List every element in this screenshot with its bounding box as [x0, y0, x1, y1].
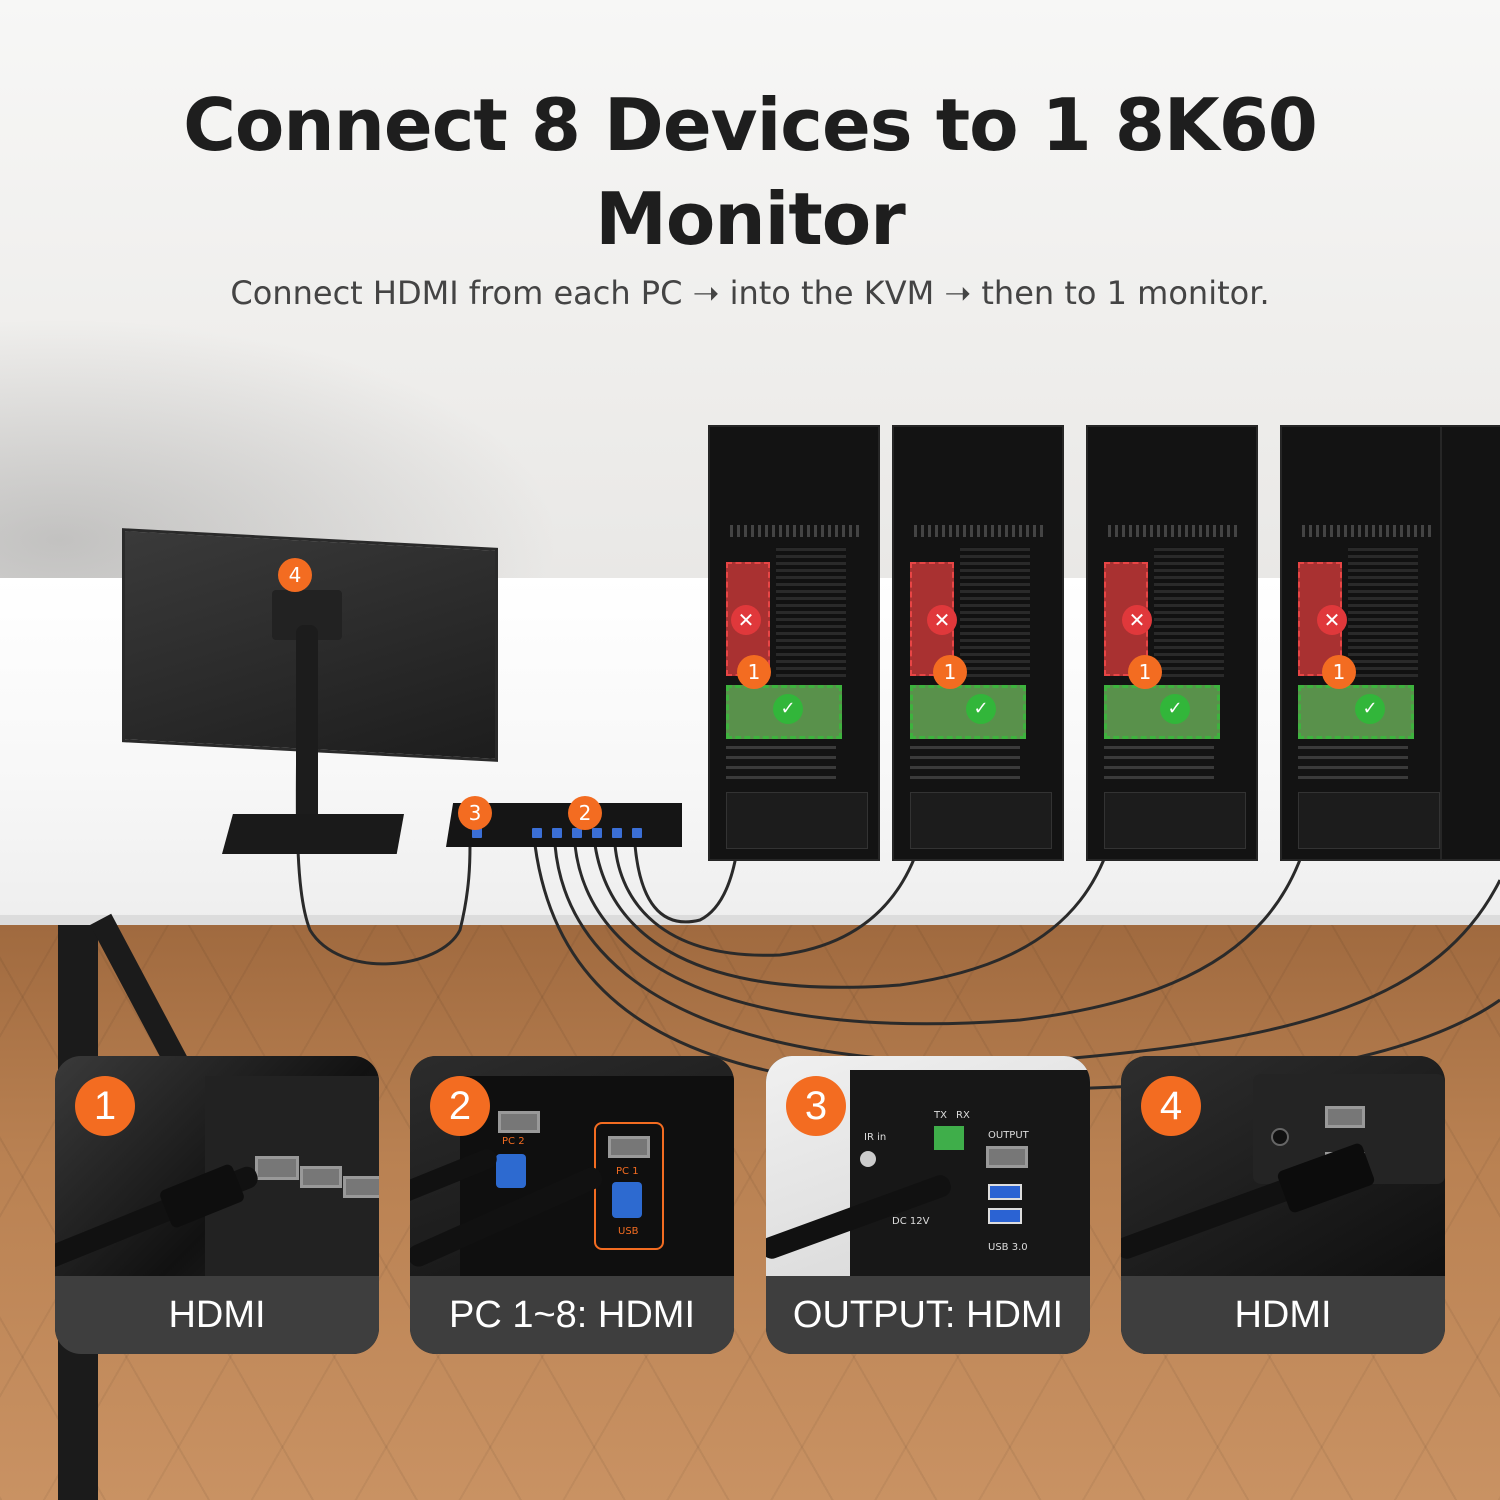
marker-kvm-input: 2 — [568, 796, 602, 830]
marker-pc-2: 1 — [933, 655, 967, 689]
port-tag-tx: TX — [934, 1110, 947, 1121]
rs232-terminal — [934, 1126, 964, 1150]
x-icon: ✕ — [1122, 605, 1152, 635]
pc-tower-2 — [892, 425, 1064, 861]
port-tag-pc1: PC 1 — [616, 1166, 639, 1177]
kvm-port — [532, 828, 542, 838]
check-icon: ✓ — [1160, 694, 1190, 724]
ir-jack — [860, 1151, 876, 1167]
card-label-bar — [410, 1276, 734, 1354]
pc-slots — [1104, 739, 1214, 779]
kvm-port — [612, 828, 622, 838]
x-icon: ✕ — [1317, 605, 1347, 635]
gpu-dp-port — [300, 1166, 342, 1188]
kvm-side-panel — [850, 1070, 1090, 1276]
card-label: PC 1~8: HDMI — [448, 1294, 696, 1336]
port-tag-pc2: PC 2 — [502, 1136, 525, 1147]
pc-slots — [910, 739, 1020, 779]
marker-pc-4: 1 — [1322, 655, 1356, 689]
marker-pc-3: 1 — [1128, 655, 1162, 689]
pc-grill — [1154, 547, 1224, 677]
card-number: 1 — [75, 1076, 135, 1136]
marker-monitor: 4 — [278, 558, 312, 592]
cable-pc4 — [573, 729, 1322, 1026]
kvm-port — [472, 828, 482, 838]
pc-slots — [726, 739, 836, 779]
card-number: 2 — [430, 1076, 490, 1136]
kvm-port — [592, 828, 602, 838]
kvm-pc2-usb — [496, 1154, 526, 1188]
monitor-stand-pole — [296, 625, 318, 840]
pc-vent — [1108, 525, 1238, 537]
card-label-bar — [55, 1276, 379, 1354]
kvm-pc1-usb — [612, 1182, 642, 1218]
card-label: HDMI — [1234, 1294, 1332, 1336]
port-tag-dc: DC 12V — [892, 1216, 930, 1227]
kvm-pc2-hdmi — [498, 1111, 540, 1133]
x-icon: ✕ — [927, 605, 957, 635]
gpu-dp-port — [343, 1176, 379, 1198]
card-label: OUTPUT: HDMI — [792, 1294, 1064, 1336]
usb3-port — [988, 1208, 1022, 1224]
pc-psu — [910, 792, 1052, 849]
pc-psu — [726, 792, 868, 849]
desk-edge — [0, 915, 1500, 925]
cable-pc5 — [553, 844, 1500, 1064]
card-number: 3 — [786, 1076, 846, 1136]
port-tag-output: OUTPUT — [988, 1130, 1029, 1141]
card-label: HDMI — [168, 1294, 266, 1336]
card-label-bar — [1121, 1276, 1445, 1354]
pc-grill — [960, 547, 1030, 677]
kvm-pc1-hdmi — [608, 1136, 650, 1158]
pc-vent — [730, 525, 860, 537]
detail-card-gpu-hdmi: HDMI 1 — [55, 1056, 379, 1354]
pc-grill — [776, 547, 846, 677]
port-tag-ir: IR in — [864, 1132, 887, 1143]
audio-jack — [1271, 1128, 1289, 1146]
marker-kvm-output: 3 — [458, 796, 492, 830]
marker-pc-1: 1 — [737, 655, 771, 689]
page-subtitle: Connect HDMI from each PC ➝ into the KVM… — [230, 274, 1270, 312]
pc-psu — [1104, 792, 1246, 849]
kvm-output-hdmi — [986, 1146, 1028, 1168]
pc-vent — [914, 525, 1044, 537]
pc-tower-4 — [1280, 425, 1452, 861]
detail-card-monitor-hdmi: HDMI 4 — [1121, 1056, 1445, 1354]
detail-card-kvm-output: IR in TX RX OUTPUT DC 12V USB 3.0 OUTPUT… — [766, 1056, 1090, 1354]
port-tag-usb3: USB 3.0 — [988, 1242, 1028, 1253]
check-icon: ✓ — [966, 694, 996, 724]
pc-psu — [1298, 792, 1440, 849]
card-number: 4 — [1141, 1076, 1201, 1136]
usb3-port — [988, 1184, 1022, 1200]
page-title: Connect 8 Devices to 1 8K60 Monitor — [183, 83, 1318, 261]
kvm-port — [552, 828, 562, 838]
pc-tower-5 — [1440, 425, 1500, 861]
x-icon: ✕ — [731, 605, 761, 635]
pc-slots — [1298, 739, 1408, 779]
cable-pc6 — [533, 844, 1500, 1092]
kvm-port — [572, 828, 582, 838]
gpu-hdmi-port — [255, 1156, 299, 1180]
monitor-hdmi-port — [1325, 1106, 1365, 1128]
pc-tower-3 — [1086, 425, 1258, 861]
card-photo — [1121, 1056, 1445, 1276]
card-label-bar — [766, 1276, 1090, 1354]
kvm-port — [632, 828, 642, 838]
pc-grill — [1348, 547, 1418, 677]
pc-tower-1 — [708, 425, 880, 861]
check-icon: ✓ — [773, 694, 803, 724]
monitor-stand-base — [222, 814, 404, 854]
detail-card-kvm-inputs: PC 2 PC 1 USB PC 1~8: HDMI 2 — [410, 1056, 734, 1354]
check-icon: ✓ — [1355, 694, 1385, 724]
port-tag-rx: RX — [956, 1110, 970, 1121]
pc-vent — [1302, 525, 1432, 537]
port-tag-usb: USB — [618, 1226, 639, 1237]
